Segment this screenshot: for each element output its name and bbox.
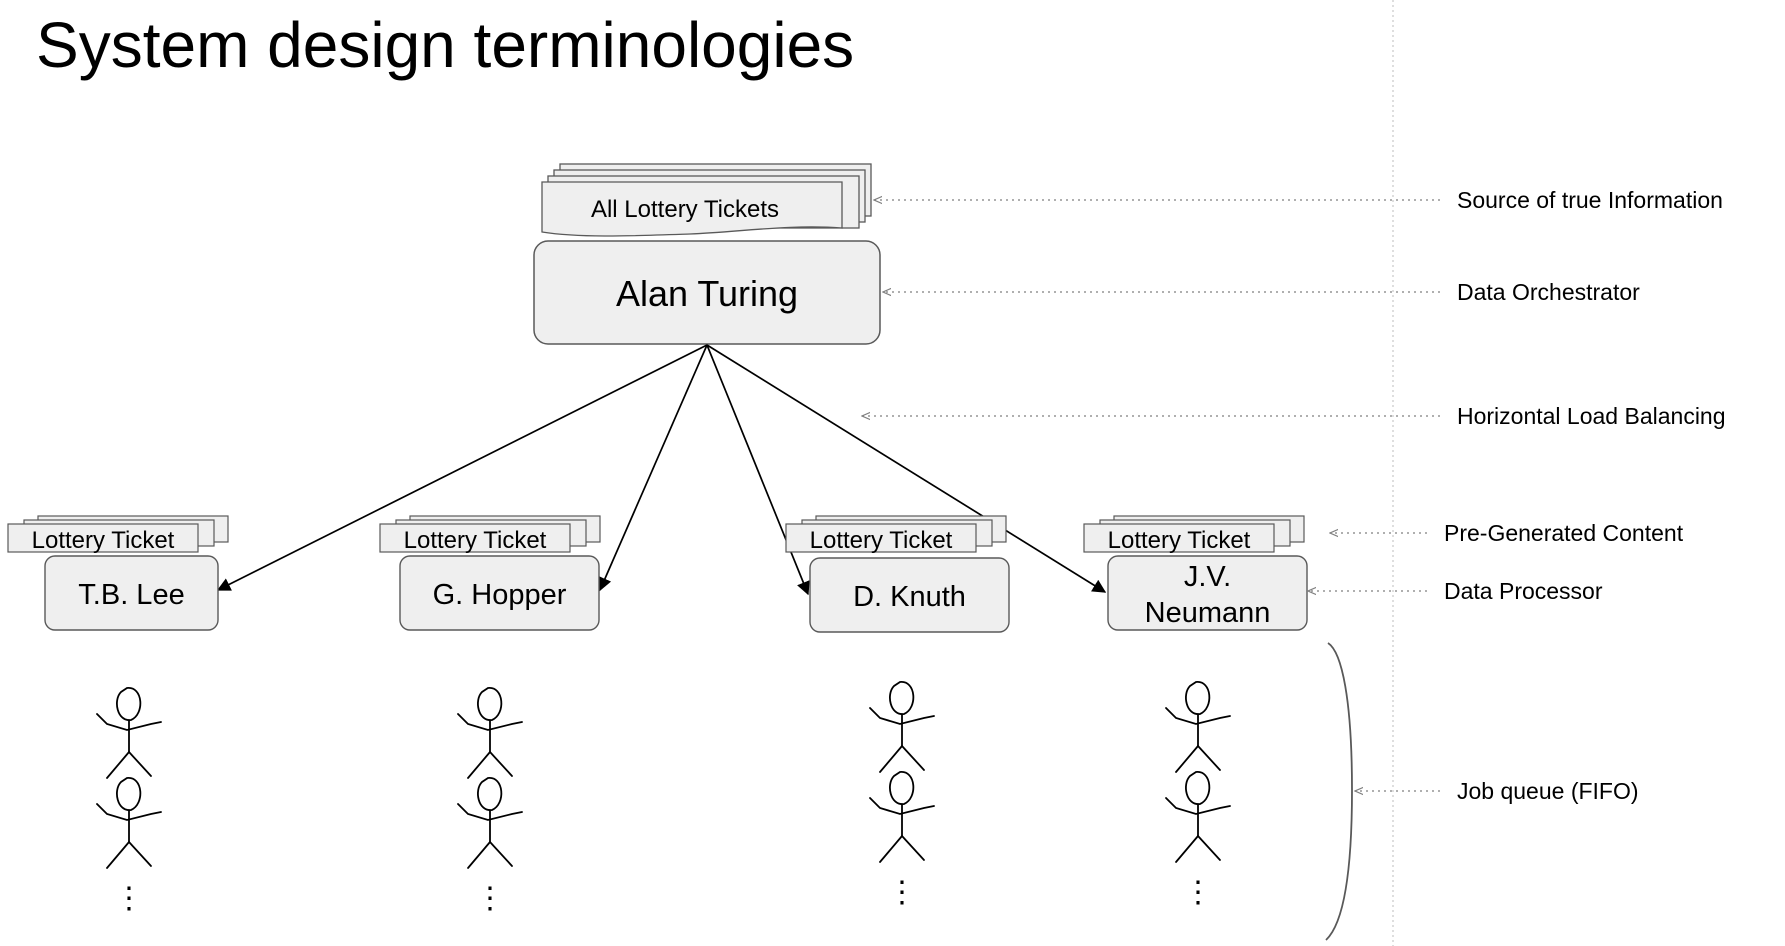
slide-title: System design terminologies [36,9,855,81]
person-icon [96,777,162,869]
orchestrator-name: Alan Turing [616,273,798,314]
worker-stack-label: Lottery Ticket [1108,527,1251,554]
load-balancing-edges [216,344,1107,596]
annotation-label: Source of true Information [1457,187,1723,213]
person-icon [457,687,523,779]
annotation-label: Data Processor [1444,578,1603,604]
annotation-job-queue: Job queue (FIFO) [1355,778,1639,804]
annotation-source: Source of true Information [874,187,1723,213]
annotation-label: Horizontal Load Balancing [1457,403,1726,429]
master-stack-label: All Lottery Tickets [591,196,779,223]
queue-ellipsis: ⋮ [114,882,144,915]
annotation-label: Data Orchestrator [1457,279,1640,305]
worker-node-2: Lottery Ticket G. Hopper ⋮ [379,515,601,915]
annotation-load-balancing: Horizontal Load Balancing [862,403,1726,429]
worker-name: D. Knuth [853,581,966,613]
worker-node-3: Lottery Ticket D. Knuth ⋮ [785,515,1010,909]
worker-stack-label: Lottery Ticket [404,527,547,554]
person-icon [869,771,935,863]
worker-name: G. Hopper [433,579,567,611]
queue-ellipsis: ⋮ [1183,876,1213,909]
person-icon [457,777,523,869]
worker-stack-label: Lottery Ticket [810,527,953,554]
edge-to-worker-4 [706,344,1107,593]
worker-name-line: J.V. [1184,561,1231,593]
worker-name: T.B. Lee [78,579,184,611]
queue-ellipsis: ⋮ [887,876,917,909]
annotation-processor: Data Processor [1308,578,1603,604]
annotation-label: Job queue (FIFO) [1457,778,1639,804]
annotation-label: Pre-Generated Content [1444,520,1684,546]
person-icon [96,687,162,779]
job-queue-brace [1325,642,1353,941]
person-icon [869,681,935,773]
edge-to-worker-3 [706,344,810,596]
queue-ellipsis: ⋮ [475,882,505,915]
person-icon [1165,681,1231,773]
annotation-orchestrator: Data Orchestrator [883,279,1640,305]
worker-name-line: Neumann [1145,597,1271,629]
person-icon [1165,771,1231,863]
edge-to-worker-2 [598,344,708,592]
master-ticket-stack: All Lottery Tickets [541,163,872,237]
edge-to-worker-1 [216,344,708,591]
worker-stack-label: Lottery Ticket [32,527,175,554]
annotation-pregenerated: Pre-Generated Content [1330,520,1684,546]
orchestrator-node: Alan Turing [533,240,881,345]
